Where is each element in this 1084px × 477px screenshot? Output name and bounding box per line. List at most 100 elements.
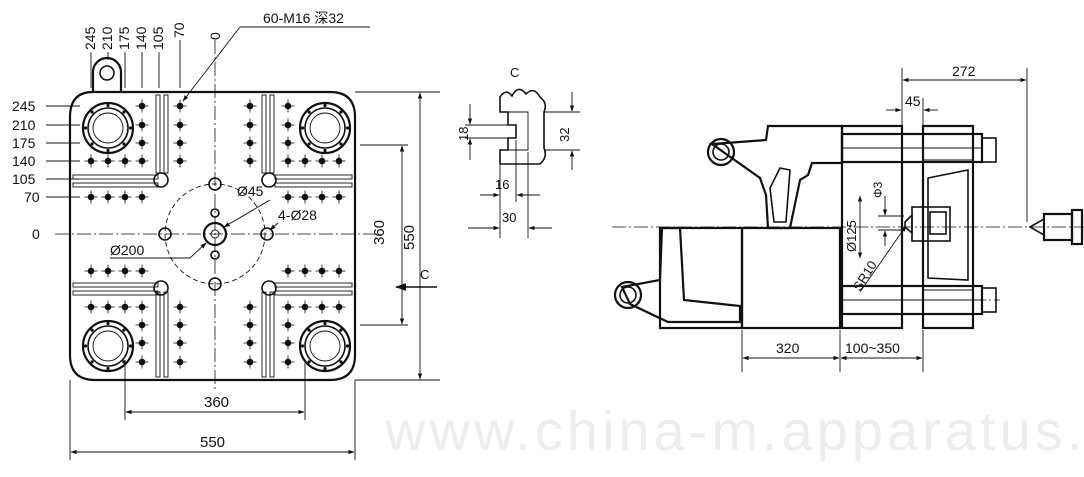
top-label-175: 175 bbox=[116, 26, 132, 50]
m16-hole bbox=[243, 99, 257, 113]
m16-hole bbox=[84, 264, 98, 278]
m16-hole bbox=[315, 300, 329, 314]
m16-hole bbox=[243, 154, 257, 168]
m16-hole bbox=[281, 264, 295, 278]
m16-hole bbox=[281, 118, 295, 132]
m16-hole bbox=[281, 154, 295, 168]
m16-hole bbox=[315, 264, 329, 278]
m16-hole bbox=[281, 355, 295, 369]
dim-320: 320 bbox=[776, 340, 800, 356]
top-label-0: 0 bbox=[207, 32, 223, 40]
m16-hole bbox=[243, 336, 257, 350]
top-label-245: 245 bbox=[82, 26, 98, 50]
m16-hole bbox=[281, 136, 295, 150]
dim-32: 32 bbox=[557, 128, 572, 142]
m16-hole bbox=[315, 154, 329, 168]
m16-hole bbox=[173, 355, 187, 369]
dim-360-vertical: 360 bbox=[371, 220, 388, 245]
m16-hole bbox=[173, 336, 187, 350]
m16-hole bbox=[135, 355, 149, 369]
m16-hole bbox=[135, 336, 149, 350]
section-detail-title: C bbox=[510, 65, 519, 80]
top-label-140: 140 bbox=[133, 26, 149, 50]
m16-hole bbox=[298, 300, 312, 314]
left-label-175: 175 bbox=[12, 135, 36, 151]
dim-phi125: Ø125 bbox=[844, 220, 859, 252]
left-label-210: 210 bbox=[12, 117, 36, 133]
m16-hole bbox=[243, 355, 257, 369]
m16-hole bbox=[243, 300, 257, 314]
top-label-210: 210 bbox=[99, 26, 115, 50]
m16-hole bbox=[173, 318, 187, 332]
m16-hole bbox=[101, 300, 115, 314]
m16-hole bbox=[135, 154, 149, 168]
section-mark-c: C bbox=[420, 267, 429, 282]
m16-hole bbox=[84, 190, 98, 204]
m16-hole bbox=[298, 154, 312, 168]
m16-hole bbox=[118, 154, 132, 168]
m16-hole bbox=[173, 136, 187, 150]
m16-hole bbox=[101, 190, 115, 204]
dim-550-vertical: 550 bbox=[401, 225, 418, 250]
m16-hole bbox=[281, 99, 295, 113]
left-label-70: 70 bbox=[24, 189, 40, 205]
holes-4-28-label: 4-Ø28 bbox=[278, 207, 317, 223]
m16-hole bbox=[118, 264, 132, 278]
dim-sr10: SR10 bbox=[850, 258, 880, 294]
m16-hole bbox=[135, 318, 149, 332]
dia-45-label: Ø45 bbox=[237, 183, 264, 199]
m16-hole bbox=[173, 300, 187, 314]
dim-30: 30 bbox=[502, 210, 516, 225]
left-label-140: 140 bbox=[12, 153, 36, 169]
m16-hole bbox=[118, 190, 132, 204]
dim-272: 272 bbox=[952, 63, 976, 79]
platen-front-view: 245 210 175 140 105 70 0 245 210 175 140… bbox=[12, 10, 440, 460]
m16-hole bbox=[173, 118, 187, 132]
dim-phi3: Φ3 bbox=[871, 181, 885, 198]
m16-hole bbox=[84, 154, 98, 168]
m16-hole bbox=[135, 118, 149, 132]
m16-hole bbox=[298, 264, 312, 278]
dim-16: 16 bbox=[495, 177, 509, 192]
m16-hole bbox=[135, 99, 149, 113]
m16-hole bbox=[173, 154, 187, 168]
m16-hole bbox=[101, 154, 115, 168]
m16-hole bbox=[332, 300, 346, 314]
m16-hole bbox=[281, 300, 295, 314]
m16-hole bbox=[173, 99, 187, 113]
m16-hole bbox=[243, 118, 257, 132]
section-detail-c: C 18 32 16 30 bbox=[456, 65, 580, 238]
dim-45: 45 bbox=[905, 93, 921, 109]
m16-hole bbox=[332, 264, 346, 278]
top-label-70: 70 bbox=[171, 22, 187, 38]
m16-hole bbox=[281, 318, 295, 332]
holes-callout: 60-M16 深32 bbox=[263, 10, 344, 26]
dim-100-350: 100~350 bbox=[845, 340, 900, 356]
m16-hole bbox=[135, 136, 149, 150]
left-label-105: 105 bbox=[12, 171, 36, 187]
m16-hole bbox=[332, 154, 346, 168]
dim-360-horizontal: 360 bbox=[204, 394, 229, 411]
m16-hole bbox=[84, 300, 98, 314]
m16-hole bbox=[118, 300, 132, 314]
left-label-245: 245 bbox=[12, 98, 36, 114]
m16-hole bbox=[243, 318, 257, 332]
dim-550-horizontal: 550 bbox=[200, 434, 225, 451]
m16-hole bbox=[135, 264, 149, 278]
m16-hole bbox=[135, 190, 149, 204]
m16-hole bbox=[298, 190, 312, 204]
m16-hole bbox=[281, 190, 295, 204]
dim-18: 18 bbox=[456, 127, 471, 141]
m16-hole bbox=[315, 190, 329, 204]
m16-hole bbox=[135, 300, 149, 314]
left-label-0: 0 bbox=[32, 226, 40, 242]
m16-hole bbox=[243, 136, 257, 150]
machine-side-view: 272 45 Φ3 Ø125 SR10 320 100~350 bbox=[612, 63, 1084, 372]
watermark-text: www.china-m.apparatus.com bbox=[384, 399, 1084, 462]
m16-hole bbox=[281, 336, 295, 350]
m16-hole bbox=[332, 190, 346, 204]
top-label-105: 105 bbox=[150, 26, 166, 50]
m16-hole bbox=[101, 264, 115, 278]
dia-200-label: Ø200 bbox=[110, 242, 144, 258]
